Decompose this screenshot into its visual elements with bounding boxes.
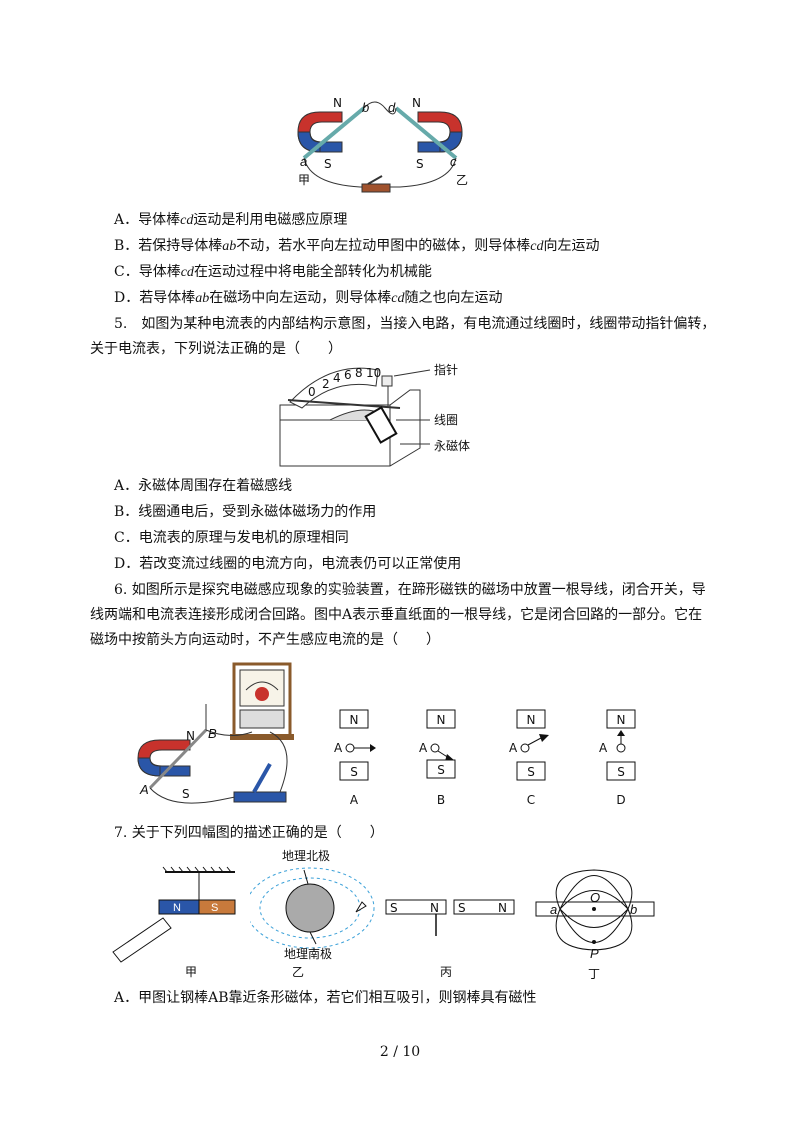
q6-panel-b: N A S B bbox=[419, 709, 456, 807]
label-pointer: 指针 bbox=[434, 362, 458, 377]
m2-n: N bbox=[498, 901, 507, 915]
pole-n: N bbox=[437, 713, 446, 727]
q6-panel-c: N A S C bbox=[509, 709, 549, 807]
label-jia: 甲 bbox=[185, 965, 197, 979]
label-yi: 乙 bbox=[292, 965, 304, 979]
south-pole-label: 地理南极 bbox=[284, 946, 332, 961]
label-c: c bbox=[450, 154, 457, 169]
label-b: b bbox=[362, 100, 369, 115]
q7-option-a: A．甲图让钢棒AB靠近条形磁体，若它们相互吸引，则钢棒具有磁性 bbox=[114, 990, 537, 1006]
north-pole-label: 地理北极 bbox=[282, 849, 330, 863]
label-bing: 丙 bbox=[440, 965, 452, 979]
pole-s: S bbox=[617, 765, 625, 779]
pole-s: S bbox=[350, 765, 358, 779]
label-o: O bbox=[590, 890, 600, 905]
label-n-right: N bbox=[412, 96, 421, 110]
bar-n: N bbox=[173, 902, 181, 914]
figure-induction-setup: N S B A bbox=[137, 662, 294, 804]
label-b: b bbox=[630, 902, 637, 917]
panel-caption: C bbox=[527, 793, 535, 807]
q4-option-c: C．导体棒cd在运动过程中将电能全部转化为机械能 bbox=[114, 264, 432, 280]
q6-stem-line1: 6. 如图所示是探究电磁感应现象的实验装置，在蹄形磁铁的磁场中放置一根导线，闭合… bbox=[114, 582, 706, 598]
label-jia: 甲 bbox=[298, 173, 310, 187]
tick-10: 10 bbox=[366, 366, 381, 380]
tick-6: 6 bbox=[344, 368, 352, 382]
q6-panel-d: N A S D bbox=[599, 709, 636, 807]
label-n-left: N bbox=[333, 96, 342, 110]
tick-2: 2 bbox=[322, 377, 330, 391]
q5-stem-line1: 5. 如图为某种电流表的内部结构示意图，当接入电路，有电流通过线圈时，线圈带动指… bbox=[114, 316, 716, 332]
page-total: 10 bbox=[402, 1044, 421, 1060]
page-separator: / bbox=[393, 1044, 398, 1060]
q7-figure-ding: a O b P 丁 bbox=[535, 869, 655, 981]
label-b: B bbox=[208, 726, 217, 741]
bar-s: S bbox=[211, 902, 218, 914]
panel-caption: A bbox=[350, 793, 359, 807]
wire-label: A bbox=[334, 741, 343, 755]
page-number: 2 bbox=[379, 1044, 389, 1060]
label-yi: 乙 bbox=[456, 173, 468, 187]
q5-option-b: B．线圈通电后，受到永磁体磁场力的作用 bbox=[114, 504, 377, 520]
q5-option-d: D．若改变流过线圈的电流方向，电流表仍可以正常使用 bbox=[114, 556, 462, 572]
q7-figure-jia: N S 甲 bbox=[112, 866, 236, 979]
page-footer: 2 / 10 bbox=[0, 1044, 800, 1060]
label-s: S bbox=[182, 787, 190, 801]
label-n: N bbox=[186, 729, 195, 743]
pole-n: N bbox=[527, 713, 536, 727]
wire-label: A bbox=[509, 741, 518, 755]
q6-stem-line2: 线两端和电流表连接形成闭合回路。图中A表示垂直纸面的一根导线，它是闭合回路的一部… bbox=[90, 607, 703, 623]
tick-4: 4 bbox=[333, 371, 341, 385]
q7-figure-yi: 地理北极 地理南极 乙 bbox=[250, 849, 375, 979]
tick-0: 0 bbox=[308, 385, 316, 399]
label-s-right: S bbox=[416, 157, 424, 171]
m2-s: S bbox=[458, 901, 466, 915]
figure-two-magnets: N N S S a b c d 甲 乙 bbox=[297, 96, 468, 193]
label-coil: 线圈 bbox=[434, 413, 458, 427]
wire-label: A bbox=[419, 741, 428, 755]
m1-n: N bbox=[430, 901, 439, 915]
label-ding: 丁 bbox=[588, 967, 600, 981]
panel-caption: B bbox=[437, 793, 445, 807]
panel-caption: D bbox=[616, 793, 625, 807]
q5-stem-line2: 关于电流表，下列说法正确的是（ ） bbox=[90, 341, 342, 357]
label-d: d bbox=[388, 100, 396, 115]
tick-8: 8 bbox=[355, 366, 363, 380]
wire-label: A bbox=[599, 741, 608, 755]
q6-panel-a: N A S A bbox=[334, 709, 376, 807]
q4-option-b: B．若保持导体棒ab不动，若水平向左拉动甲图中的磁体，则导体棒cd向左运动 bbox=[114, 238, 600, 254]
q4-option-a: A．导体棒cd运动是利用电磁感应原理 bbox=[114, 212, 348, 228]
q6-stem-line3: 磁场中按箭头方向运动时，不产生感应电流的是（ ） bbox=[90, 632, 440, 648]
label-s-left: S bbox=[324, 157, 332, 171]
pole-n: N bbox=[350, 713, 359, 727]
q7-figure-bing: S N S N 丙 bbox=[385, 899, 515, 979]
pole-s: S bbox=[527, 765, 535, 779]
pole-s: S bbox=[437, 763, 445, 777]
label-p: P bbox=[590, 946, 599, 961]
label-a: A bbox=[139, 782, 149, 797]
label-magnet: 永磁体 bbox=[434, 438, 470, 453]
label-a: a bbox=[550, 902, 557, 917]
pole-n: N bbox=[617, 713, 626, 727]
q7-stem: 7. 关于下列四幅图的描述正确的是（ ） bbox=[114, 825, 384, 841]
label-a: a bbox=[300, 154, 307, 169]
figure-ammeter: 0 2 4 6 8 10 指针 线圈 永磁体 bbox=[279, 362, 470, 467]
m1-s: S bbox=[390, 901, 398, 915]
q5-option-c: C．电流表的原理与发电机的原理相同 bbox=[114, 530, 349, 546]
q5-option-a: A．永磁体周围存在着磁感线 bbox=[114, 478, 293, 494]
q4-option-d: D．若导体棒ab在磁场中向左运动，则导体棒cd随之也向左运动 bbox=[114, 290, 503, 306]
